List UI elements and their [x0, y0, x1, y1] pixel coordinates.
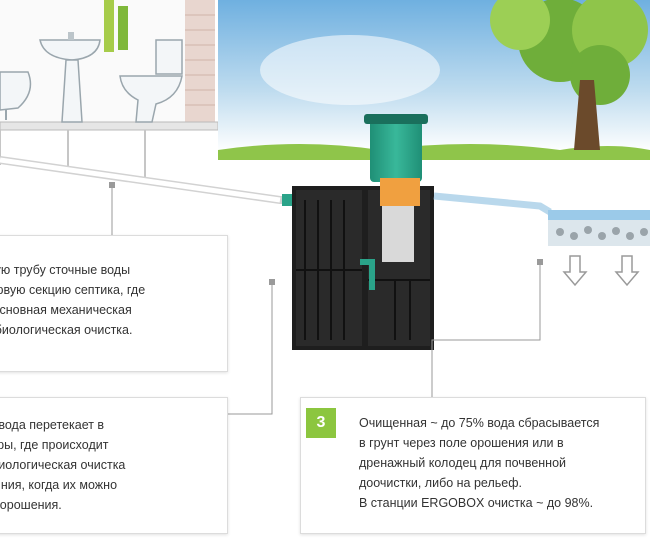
tree-icon	[490, 0, 648, 150]
step-1-text-line: …бная биологическая очистка.	[0, 323, 133, 337]
step-2-text-line: …реливы вода перетекает в	[0, 418, 105, 432]
step-1-text-line: …т в первую секцию септика, где	[0, 283, 146, 297]
step-2-text-line: …ие камеры, где происходит	[0, 438, 109, 452]
toilet-icon	[119, 39, 183, 123]
step-3-text-line: в грунт через поле орошения или в	[359, 436, 564, 450]
septic-tank-icon	[292, 114, 434, 350]
drainage-field	[548, 210, 650, 246]
step-number-badge: 3	[306, 408, 336, 438]
step-1-card: …одящую трубу сточные воды …т в первую с…	[0, 235, 228, 372]
arrow-down-icon	[562, 255, 640, 287]
bathroom	[0, 0, 219, 180]
step-2-text-line: …на поля орошения.	[0, 498, 62, 512]
step-3-text-line: Очищенная ~ до 75% вода сбрасывается	[359, 416, 600, 430]
step-1-text-line: …ится основная механическая	[0, 303, 132, 317]
step-3-text-line: дренажный колодец для почвенной	[359, 456, 567, 470]
bathtub-icon	[0, 71, 32, 120]
step-2-text-line: …ская и биологическая очистка	[0, 458, 126, 472]
sink-icon	[39, 0, 128, 123]
step-3-text-line: В станции ERGOBOX очистка ~ до 98%.	[359, 496, 594, 510]
step-3-text-line: доочистки, либо на рельеф.	[359, 476, 522, 490]
step-2-card: …реливы вода перетекает в …ие камеры, гд…	[0, 397, 228, 534]
step-3-card: 3 Очищенная ~ до 75% вода сбрасывается в…	[300, 397, 646, 534]
step-2-text-line: …о состояния, когда их можно	[0, 478, 118, 492]
step-1-text-line: …одящую трубу сточные воды	[0, 263, 131, 277]
